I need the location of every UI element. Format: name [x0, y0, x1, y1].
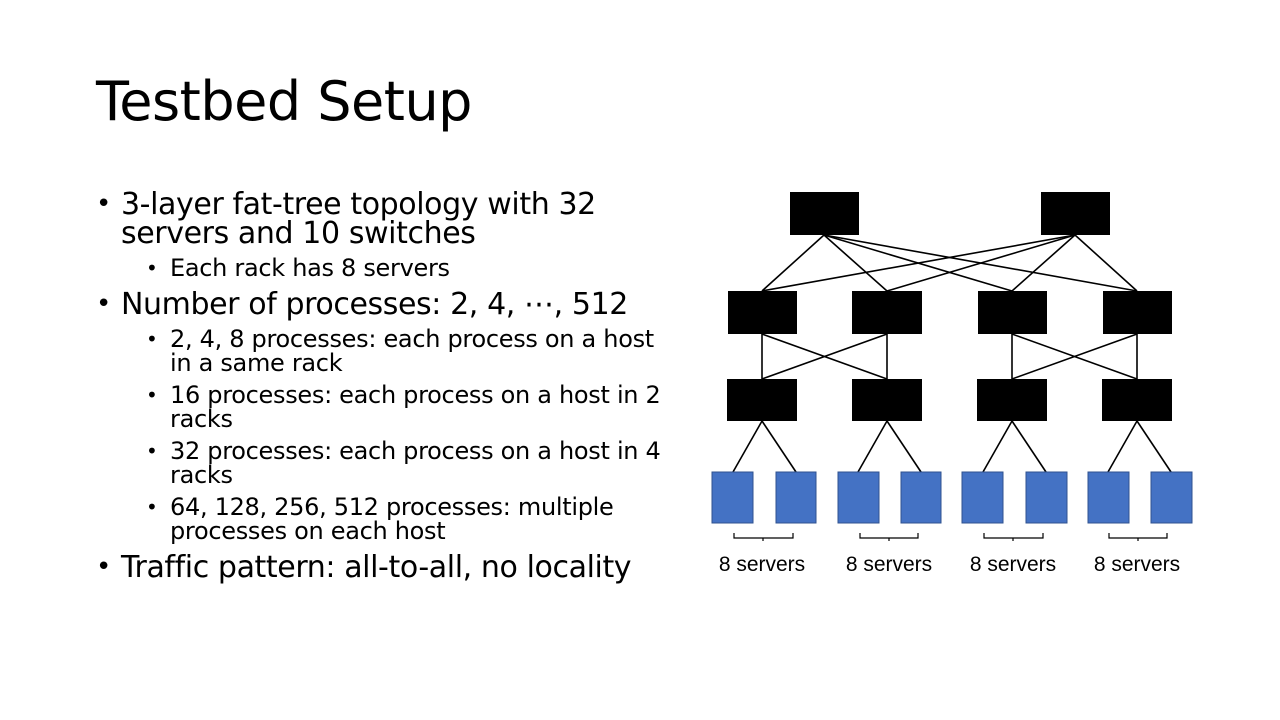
bullet-dot: • [146, 256, 158, 280]
group-labels: 8 servers 8 servers 8 servers 8 servers [719, 553, 1180, 576]
link [1074, 234, 1138, 292]
sub-bullet-text: Each rack has 8 servers [170, 254, 450, 282]
sub-bullet: • Each rack has 8 servers [146, 256, 666, 280]
sub-bullet-text: 16 processes: each process on a host in … [170, 381, 661, 433]
bullet-text: Traffic pattern: all-to-all, no locality [121, 550, 632, 585]
link [823, 234, 888, 292]
edge-switch [977, 379, 1047, 421]
link [886, 420, 922, 473]
sub-bullet-list: • Each rack has 8 servers [121, 256, 666, 280]
link [732, 420, 763, 473]
bullet-dot: • [146, 327, 158, 351]
edge-switches [727, 379, 1172, 421]
edge-links [732, 420, 1172, 473]
link [761, 234, 825, 292]
sub-bullet-list: • 2, 4, 8 processes: each process on a h… [121, 327, 666, 543]
group-braces [733, 533, 1168, 541]
aggregation-switch [728, 291, 797, 334]
bullet-dot: • [146, 439, 158, 463]
link [761, 420, 797, 473]
bullet-dot: • [96, 189, 111, 219]
group-brace [983, 533, 1044, 541]
bullet-processes: • Number of processes: 2, 4, ⋯, 512 • 2,… [96, 287, 666, 544]
server [1025, 471, 1068, 524]
group-label: 8 servers [719, 553, 805, 576]
bullet-text: Number of processes: 2, 4, ⋯, 512 [121, 287, 628, 322]
group-brace [733, 533, 794, 541]
server [1150, 471, 1193, 524]
bullet-dot: • [146, 495, 158, 519]
core-switches [790, 192, 1110, 235]
link [1136, 420, 1172, 473]
sub-bullet: • 16 processes: each process on a host i… [146, 383, 666, 431]
core-links [761, 234, 1138, 292]
link [761, 234, 1076, 292]
link [982, 420, 1013, 473]
servers [711, 471, 1193, 524]
sub-bullet: • 64, 128, 256, 512 processes: multiple … [146, 495, 666, 543]
bullet-text: 3-layer fat-tree topology with 32 server… [121, 187, 596, 251]
link [1011, 234, 1076, 292]
link [1011, 333, 1138, 380]
link [761, 333, 888, 380]
edge-switch [1102, 379, 1172, 421]
link [886, 234, 1076, 292]
edge-switch [852, 379, 922, 421]
bullet-dot: • [96, 552, 111, 582]
sub-bullet-text: 2, 4, 8 processes: each process on a hos… [170, 325, 654, 377]
bullet-dot: • [146, 383, 158, 407]
server [900, 471, 942, 524]
group-brace [859, 533, 919, 541]
sub-bullet: • 2, 4, 8 processes: each process on a h… [146, 327, 666, 375]
link [1011, 420, 1047, 473]
link [1107, 420, 1138, 473]
group-label: 8 servers [970, 553, 1056, 576]
server [711, 471, 754, 524]
sub-bullet: • 32 processes: each process on a host i… [146, 439, 666, 487]
slide-title: Testbed Setup [96, 70, 472, 133]
server [837, 471, 880, 524]
core-switch [790, 192, 859, 235]
sub-bullet-text: 64, 128, 256, 512 processes: multiple pr… [170, 493, 614, 545]
aggregation-switches [728, 291, 1172, 334]
group-label: 8 servers [846, 553, 932, 576]
server [775, 471, 817, 524]
core-switch [1041, 192, 1110, 235]
aggregation-switch [1103, 291, 1172, 334]
bullet-topology: • 3-layer fat-tree topology with 32 serv… [96, 187, 666, 281]
server [1087, 471, 1130, 524]
group-label: 8 servers [1094, 553, 1180, 576]
aggregation-switch [852, 291, 922, 334]
server [961, 471, 1004, 524]
agg-links [761, 333, 1138, 380]
group-brace [1108, 533, 1168, 541]
fat-tree-diagram: 8 servers 8 servers 8 servers 8 servers [711, 192, 1193, 576]
bullet-dot: • [96, 289, 111, 319]
bullet-list: • 3-layer fat-tree topology with 32 serv… [96, 190, 666, 592]
sub-bullet-text: 32 processes: each process on a host in … [170, 437, 661, 489]
edge-switch [727, 379, 797, 421]
aggregation-switch [978, 291, 1047, 334]
bullet-traffic: • Traffic pattern: all-to-all, no locali… [96, 550, 666, 585]
link [857, 420, 888, 473]
